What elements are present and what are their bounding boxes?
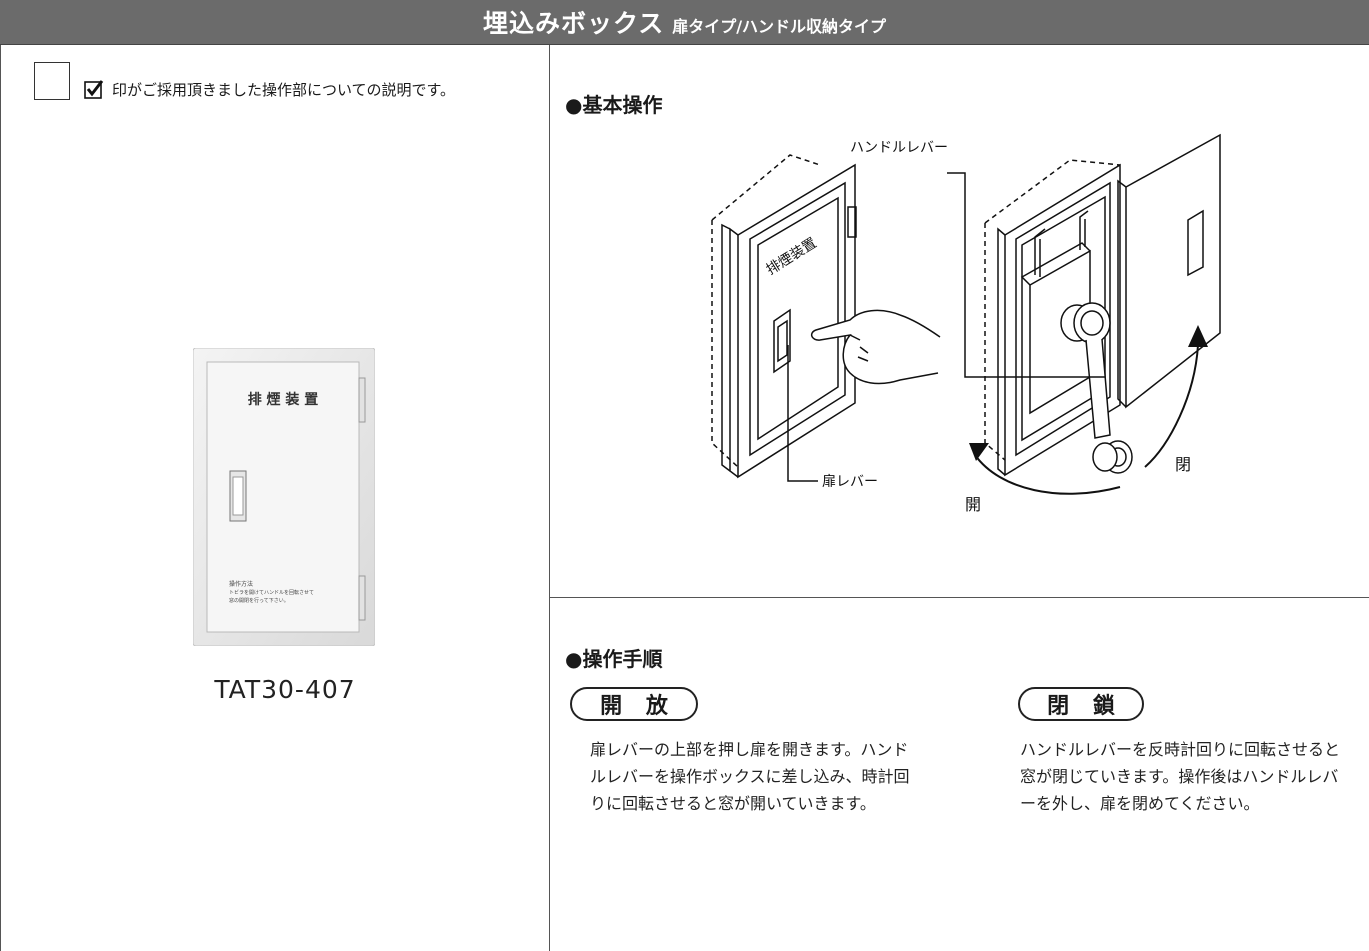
basic-operation-title: ●基本操作	[565, 93, 663, 117]
checkmark-icon	[84, 80, 104, 99]
close-step-text: ハンドルレバーを反時計回りに回転させると窓が閉じていきます。操作後はハンドルレバ…	[1020, 740, 1341, 813]
photo-title: 排 煙 装 置	[248, 391, 319, 408]
section-divider	[550, 597, 1369, 598]
open-step-label: 開 放	[570, 687, 698, 721]
open-direction-label: 開	[965, 495, 981, 514]
handle-lever-label: ハンドルレバー	[850, 140, 948, 156]
page-subtitle: 扉タイプ/ハンドル収納タイプ	[672, 17, 887, 36]
operation-diagram: ハンドルレバー 扉レバー 排煙装置 開 閉	[711, 133, 1221, 514]
door-lever-label: 扉レバー	[822, 474, 878, 490]
legend-text: 印がご採用頂きました操作部についての説明です。	[112, 81, 456, 99]
page-header: 埋込みボックス 扉タイプ/ハンドル収納タイプ	[0, 0, 1369, 45]
model-number: TAT30-407	[214, 675, 356, 704]
selection-checkbox[interactable]	[34, 62, 70, 100]
close-direction-label: 閉	[1175, 455, 1191, 474]
open-step-text: 扉レバーの上部を押し扉を開きます。ハンドルレバーを操作ボックスに差し込み、時計回…	[590, 740, 910, 813]
device-photo: 排 煙 装 置 操作方法 トビラを開けてハンドルを回転させて 窓の開閉を行って下…	[193, 348, 375, 646]
photo-note-line1: トビラを開けてハンドルを回転させて	[229, 589, 314, 596]
photo-note-title: 操作方法	[229, 580, 253, 588]
page-title: 埋込みボックス	[482, 9, 665, 38]
left-panel	[0, 45, 550, 951]
photo-note-line2: 窓の開閉を行って下さい。	[229, 597, 289, 604]
close-step-label: 閉 鎖	[1018, 687, 1144, 721]
procedure-title: ●操作手順	[565, 647, 663, 671]
